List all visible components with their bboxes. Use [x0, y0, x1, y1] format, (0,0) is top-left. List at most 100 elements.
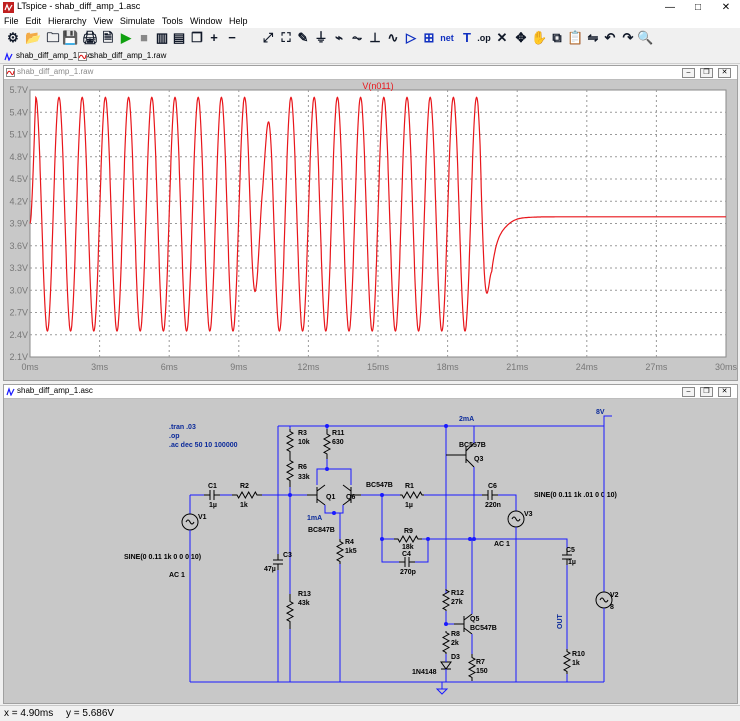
- net-label-icon[interactable]: net: [440, 33, 454, 43]
- tab-label: shab_diff_amp_1.asc: [16, 51, 92, 60]
- undo-icon[interactable]: ↶: [604, 30, 616, 45]
- find-icon[interactable]: 🔍: [637, 30, 654, 45]
- menu-view[interactable]: View: [93, 16, 113, 26]
- tab-waveform[interactable]: shab_diff_amp_1.raw: [78, 50, 166, 62]
- menu-simulate[interactable]: Simulate: [119, 16, 155, 26]
- transistor-q5: [454, 613, 473, 635]
- drag-icon[interactable]: ✋: [531, 30, 548, 45]
- menu-tools[interactable]: Tools: [161, 16, 183, 26]
- x-tick-label: 27ms: [645, 362, 668, 372]
- delete-icon[interactable]: ✕: [496, 30, 508, 45]
- transistor-q3: [446, 442, 475, 468]
- tile-vertical-icon[interactable]: ▥: [155, 30, 169, 45]
- menu-help[interactable]: Help: [228, 16, 248, 26]
- y-tick-label: 3.9V: [9, 219, 28, 229]
- transistor-q6: [342, 484, 361, 506]
- ref-c5: C5: [566, 547, 575, 554]
- text-icon[interactable]: T: [463, 30, 471, 45]
- value-c6: 220n: [485, 502, 501, 509]
- value-q1: BC847B: [308, 527, 335, 534]
- zoom-full-icon[interactable]: ⛶: [281, 30, 291, 45]
- ref-r1: R1: [405, 483, 414, 490]
- zoom-fit-icon[interactable]: ⤢: [262, 30, 274, 45]
- minimize-button[interactable]: –: [682, 387, 695, 397]
- copy-icon[interactable]: ⧉: [552, 30, 562, 45]
- schematic-canvas[interactable]: .tran .03.op.ac dec 50 10 1000002mA8VV1S…: [4, 399, 737, 703]
- y-tick-label: 2.4V: [9, 330, 28, 340]
- save-icon[interactable]: 💾: [62, 30, 79, 45]
- cascade-icon[interactable]: ❐: [191, 30, 203, 45]
- x-tick-label: 0ms: [21, 362, 39, 372]
- resistor-r6: [285, 454, 295, 487]
- ref-r7: R7: [476, 659, 485, 666]
- diode-icon[interactable]: ▷: [406, 30, 416, 45]
- ground-icon[interactable]: ⏚: [314, 30, 328, 45]
- wire: [381, 539, 399, 563]
- toolbar: ⚙ 📂 🗀💾🖨🗎 ▶ ■ ▥▤ ❐ +− ⤢ ⛶ ✎ ⏚ ⌁ ⏦ ⊥ ∿ ▷ ⊞ net T .op ✕ ✥ ✋ ⧉ 📋⇋ ↶ ↷🔍: [0, 28, 740, 50]
- y-tick-label: 4.5V: [9, 174, 28, 184]
- menu-edit[interactable]: Edit: [25, 16, 42, 26]
- waveform-window-titlebar: shab_diff_amp_1.raw – ❐ ✕: [4, 66, 737, 80]
- spice-directive-icon[interactable]: .op: [477, 33, 491, 43]
- restore-button[interactable]: ❐: [700, 387, 713, 397]
- capacitor-c1: [204, 490, 220, 500]
- x-tick-label: 30ms: [715, 362, 737, 372]
- maximize-button[interactable]: □: [694, 2, 702, 13]
- mirror-icon[interactable]: ⇋: [587, 30, 599, 45]
- schematic-window-title: shab_diff_amp_1.asc: [17, 386, 93, 395]
- menu-window[interactable]: Window: [189, 16, 222, 26]
- value-r9: 18k: [402, 544, 414, 551]
- x-tick-label: 6ms: [161, 362, 179, 372]
- x-tick-label: 9ms: [230, 362, 248, 372]
- value-q5: BC547B: [470, 625, 497, 632]
- print-icon[interactable]: 🖨: [82, 30, 99, 45]
- value-r11: 630: [332, 439, 344, 446]
- inductor-icon[interactable]: ∿: [387, 30, 399, 45]
- junction: [472, 537, 476, 541]
- print-preview-icon[interactable]: 🗎: [102, 30, 114, 45]
- wire-icon[interactable]: ✎: [297, 30, 309, 45]
- wire: [445, 611, 454, 625]
- schematic-window[interactable]: shab_diff_amp_1.asc – ❐ ✕ .tran .03.op.a…: [3, 384, 738, 704]
- tile-horizontal-icon[interactable]: ▤: [172, 30, 186, 45]
- value-r3: 10k: [298, 439, 310, 446]
- redo-icon[interactable]: ↷: [622, 30, 634, 45]
- folder-open-icon[interactable]: 📂: [25, 30, 42, 45]
- zoom-in-icon[interactable]: +: [210, 30, 218, 45]
- close-button[interactable]: ✕: [721, 2, 731, 13]
- ref-q1: Q1: [326, 494, 335, 501]
- resistor-r10: [562, 649, 572, 674]
- run-icon[interactable]: ▶: [121, 30, 131, 45]
- ref-c1: C1: [208, 483, 217, 490]
- minimize-button[interactable]: –: [682, 68, 695, 78]
- spice-directive: .op: [169, 433, 180, 440]
- open-icon[interactable]: 🗀: [46, 30, 60, 45]
- menu-file[interactable]: File: [4, 16, 19, 26]
- menu-hierarchy[interactable]: Hierarchy: [48, 16, 87, 26]
- gear-icon[interactable]: ⚙: [7, 30, 19, 45]
- tab-schematic[interactable]: shab_diff_amp_1.asc: [4, 50, 92, 62]
- halt-icon[interactable]: ■: [140, 30, 148, 45]
- component-icon[interactable]: ⊞: [423, 30, 435, 45]
- zoom-out-icon[interactable]: −: [228, 30, 236, 45]
- capacitor-c5: [562, 549, 572, 565]
- transistor-q1: [307, 484, 326, 506]
- capacitor-c3: [273, 554, 283, 570]
- paste-icon[interactable]: 📋: [567, 30, 584, 45]
- move-icon[interactable]: ✥: [515, 30, 527, 45]
- y-tick-label: 4.2V: [9, 196, 28, 206]
- resistor-icon[interactable]: ⏦: [351, 30, 363, 45]
- y-tick-label: 4.8V: [9, 152, 28, 162]
- close-button[interactable]: ✕: [718, 387, 731, 397]
- current-annotation: 2mA: [459, 416, 474, 423]
- restore-button[interactable]: ❐: [700, 68, 713, 78]
- label-icon[interactable]: ⌁: [335, 30, 343, 45]
- value-r1: 1µ: [405, 502, 413, 509]
- close-button[interactable]: ✕: [718, 68, 731, 78]
- minimize-button[interactable]: —: [665, 2, 675, 13]
- y-tick-label: 2.7V: [9, 308, 28, 318]
- ref-r6: R6: [298, 464, 307, 471]
- capacitor-icon[interactable]: ⊥: [369, 30, 381, 45]
